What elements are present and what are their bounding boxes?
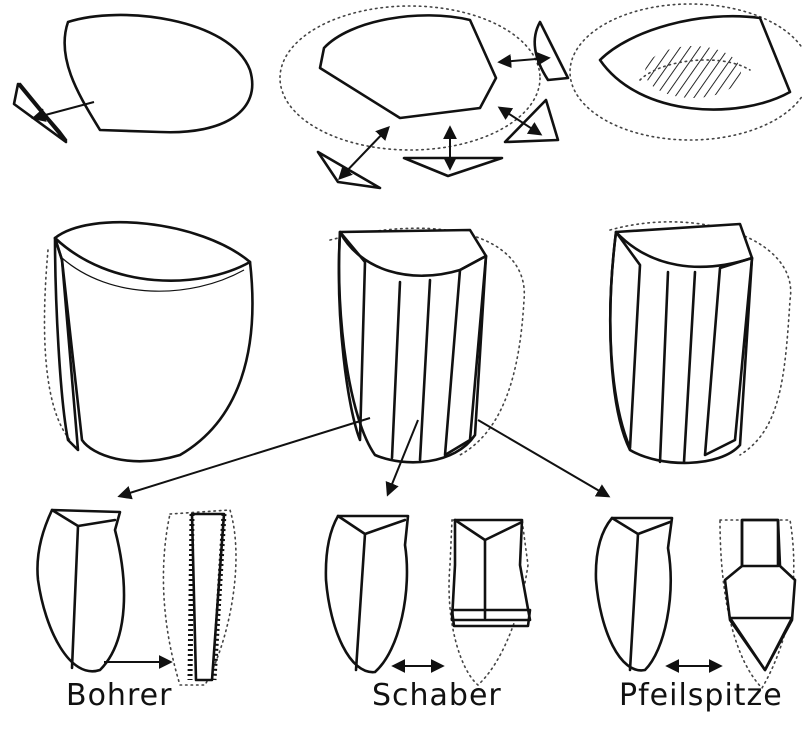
top-view-1 [14, 15, 252, 142]
top-view-2 [280, 6, 568, 188]
top-view-3 [570, 4, 802, 140]
label-scraper: Schaber [372, 678, 502, 713]
tool-arrowhead [720, 520, 795, 688]
core-2 [330, 228, 524, 462]
blade-scraper [326, 516, 408, 672]
tool-drill [163, 510, 236, 685]
core-1 [44, 222, 252, 461]
label-drill: Bohrer [66, 678, 172, 713]
tool-scraper [449, 520, 530, 685]
label-arrowhead: Pfeilspitze [619, 678, 783, 713]
blade-drill [37, 510, 124, 671]
blade-arrowhead [596, 518, 672, 670]
core-3 [610, 222, 791, 463]
